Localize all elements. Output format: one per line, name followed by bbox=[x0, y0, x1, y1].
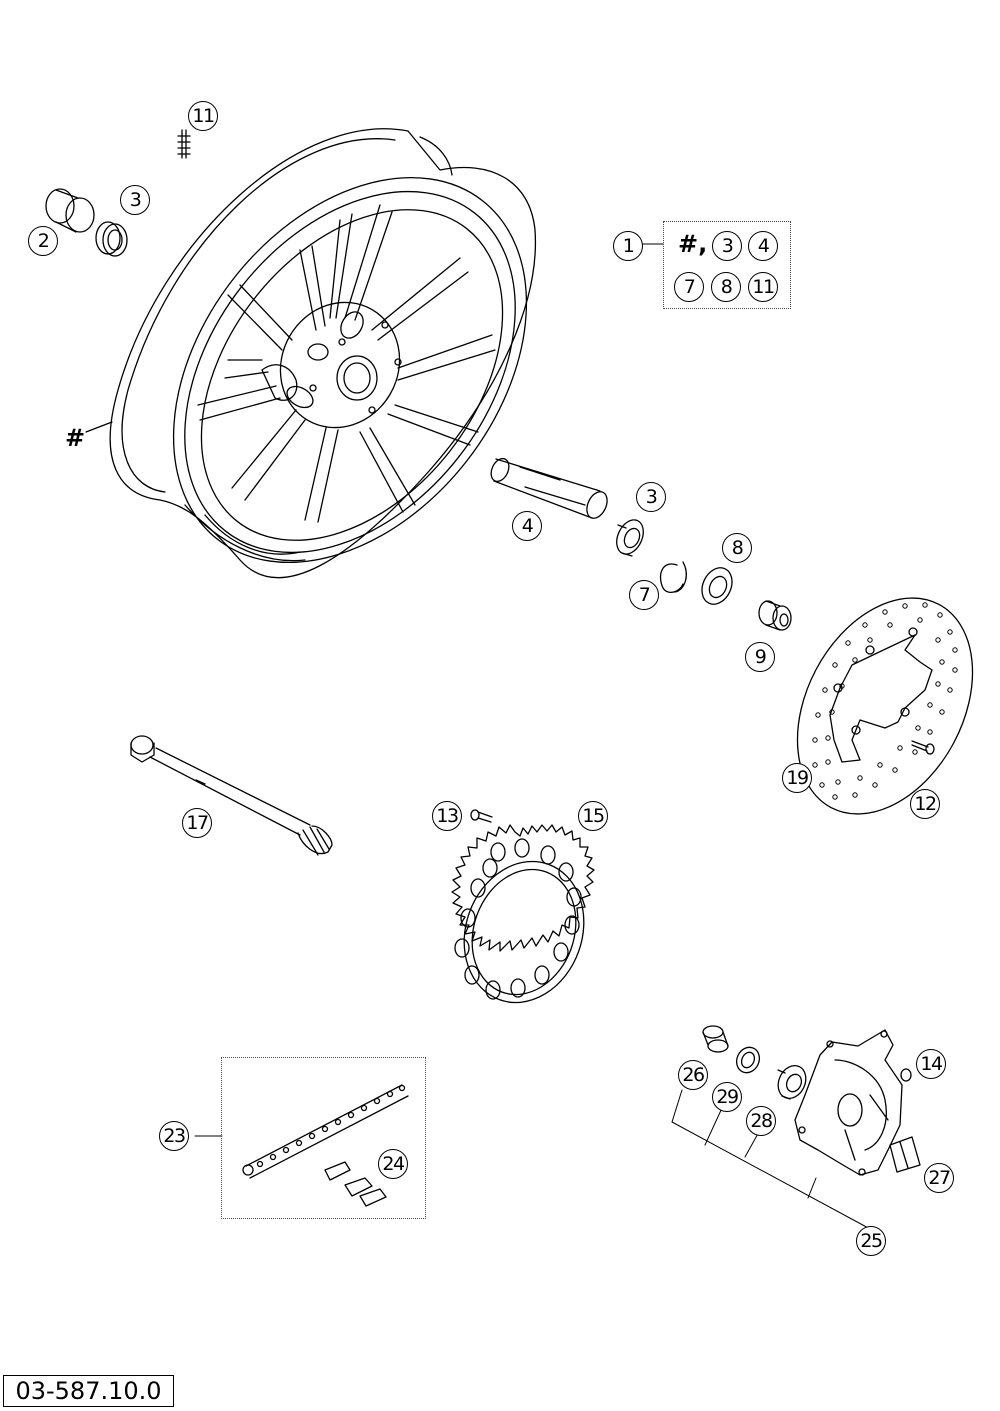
callout-15: 15 bbox=[578, 801, 608, 831]
callout-28: 28 bbox=[746, 1106, 776, 1136]
screw-13 bbox=[470, 809, 493, 823]
callout-11: 11 bbox=[188, 101, 218, 131]
chain-kit-box bbox=[221, 1057, 426, 1219]
distance-sleeve-4 bbox=[490, 457, 608, 519]
chain-link-24 bbox=[324, 1161, 387, 1207]
circlip-7 bbox=[659, 561, 687, 594]
callout-17: 17 bbox=[182, 808, 212, 838]
callout-3-left: 3 bbox=[120, 185, 150, 215]
callout-4: 4 bbox=[512, 511, 542, 541]
bearing-3-left bbox=[95, 221, 128, 257]
callout-3-right: 3 bbox=[636, 482, 666, 512]
set-contents-box: #, 3 4 7 8 11 bbox=[663, 221, 791, 309]
callout-27: 27 bbox=[924, 1163, 954, 1193]
spacer-9 bbox=[758, 600, 792, 631]
callout-2: 2 bbox=[28, 226, 58, 256]
callout-29: 29 bbox=[712, 1082, 742, 1112]
seal-29 bbox=[735, 1046, 761, 1074]
drawing-code: 03-587.10.0 bbox=[3, 1375, 174, 1407]
callout-8: 8 bbox=[722, 533, 752, 563]
chain-23 bbox=[242, 1084, 409, 1179]
screw-12 bbox=[911, 740, 935, 755]
callout-23: 23 bbox=[159, 1121, 189, 1151]
callout-12: 12 bbox=[910, 789, 940, 819]
brake-disc-19 bbox=[796, 597, 974, 815]
callout-24: 24 bbox=[378, 1149, 408, 1179]
seal-8 bbox=[701, 567, 733, 605]
callout-13: 13 bbox=[432, 801, 462, 831]
legend-item-3: 3 bbox=[712, 231, 742, 261]
callout-1: 1 bbox=[613, 231, 643, 261]
callout-25: 25 bbox=[856, 1226, 886, 1256]
sprocket-carrier-25 bbox=[794, 1029, 903, 1176]
tire-leader bbox=[85, 421, 113, 433]
sprocket-15 bbox=[451, 824, 595, 1004]
bearing-3-right bbox=[616, 519, 644, 557]
tire-marker: # bbox=[65, 424, 86, 452]
legend-item-11: 11 bbox=[748, 272, 778, 302]
nut-14 bbox=[900, 1068, 912, 1082]
callout-9: 9 bbox=[745, 642, 775, 672]
bearing-28 bbox=[777, 1064, 807, 1100]
bushing-26 bbox=[702, 1025, 729, 1053]
spacer-2 bbox=[45, 188, 95, 233]
leader-lines bbox=[194, 243, 873, 1231]
callout-14: 14 bbox=[916, 1049, 946, 1079]
callout-7: 7 bbox=[629, 580, 659, 610]
axle-17 bbox=[130, 735, 333, 856]
callout-26: 26 bbox=[678, 1060, 708, 1090]
legend-item-7: 7 bbox=[674, 272, 704, 302]
legend-item-4: 4 bbox=[748, 231, 778, 261]
legend-item-8: 8 bbox=[711, 272, 741, 302]
rear-wheel bbox=[109, 128, 537, 579]
callout-19: 19 bbox=[782, 763, 812, 793]
legend-hash-label: #, bbox=[678, 230, 708, 258]
damper-27 bbox=[889, 1136, 921, 1173]
